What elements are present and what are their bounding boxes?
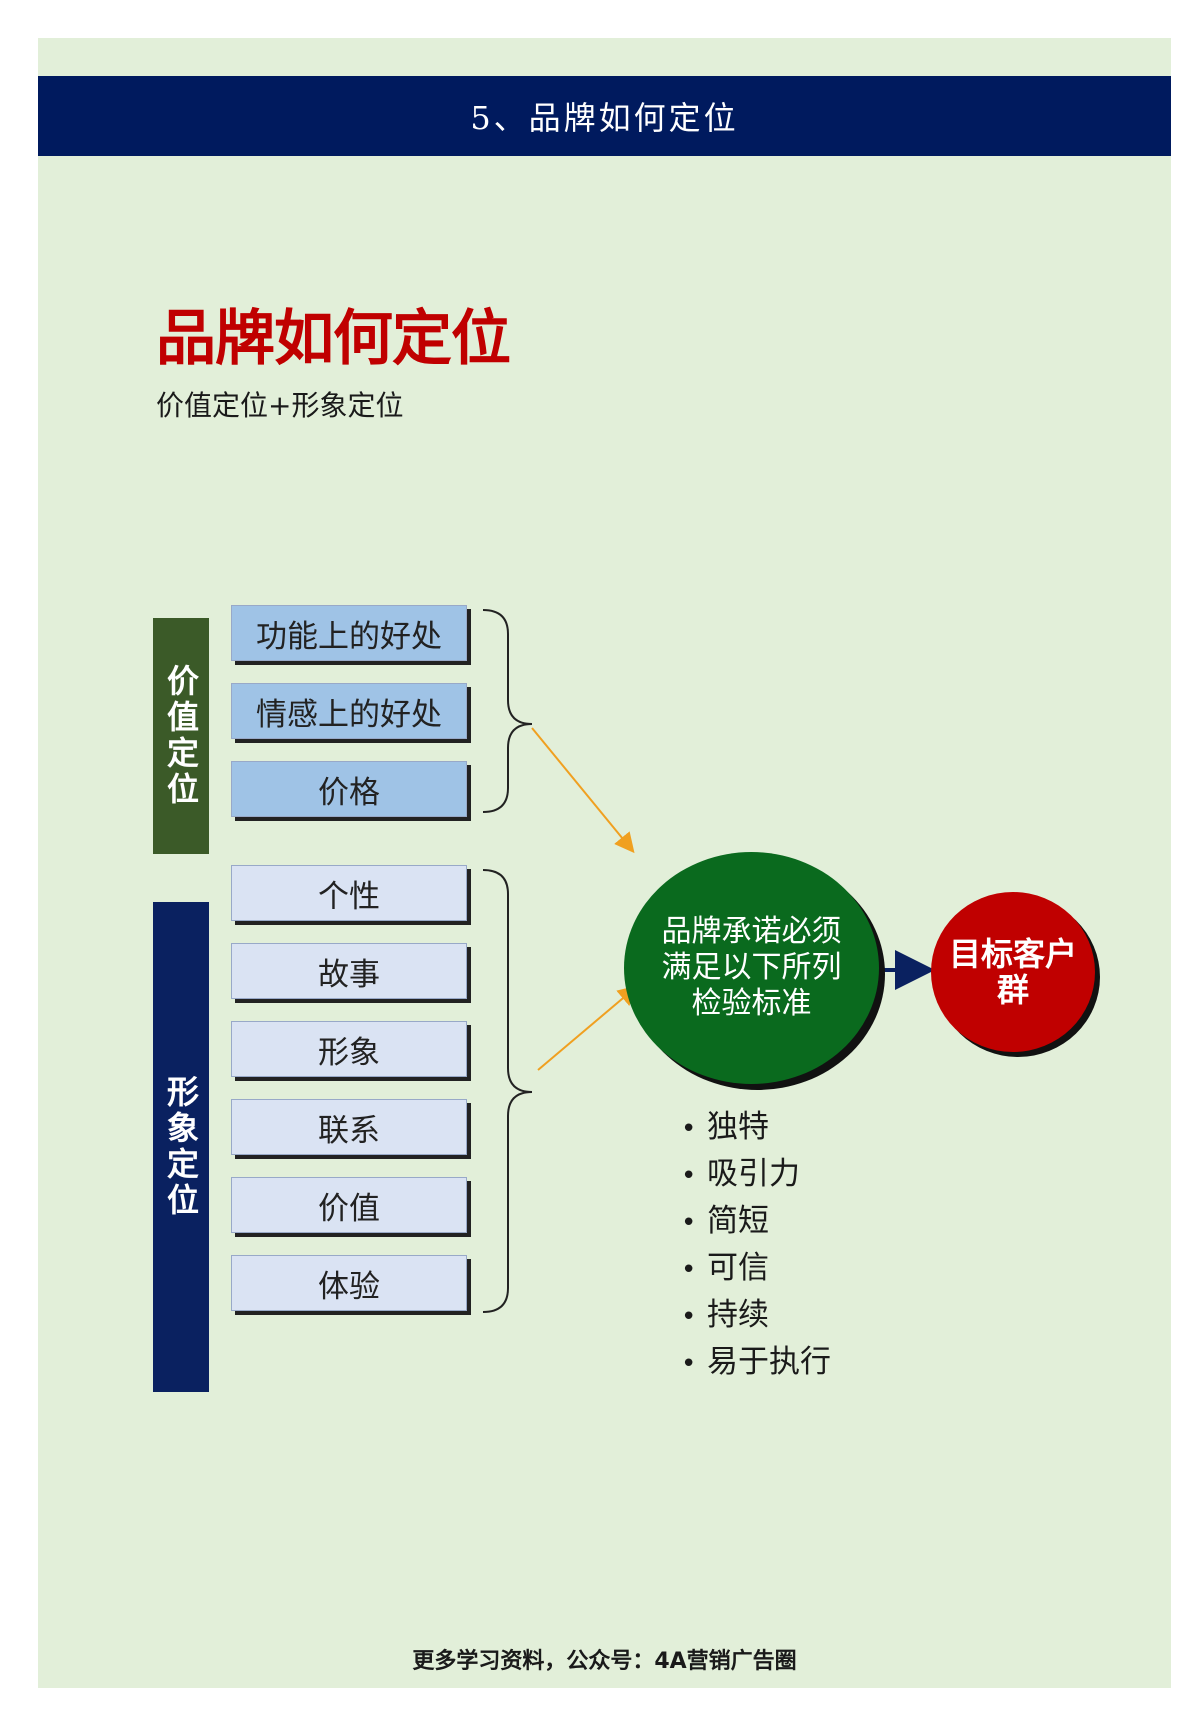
page-subtitle: 价值定位+形象定位 xyxy=(156,389,404,422)
target-customer-text: 目标客户群 xyxy=(948,935,1077,1009)
criteria-item: 持续 xyxy=(681,1292,831,1339)
image-item-label: 联系 xyxy=(318,1112,380,1149)
value-item-label: 情感上的好处 xyxy=(256,696,442,733)
image-item-story: 故事 xyxy=(231,943,467,999)
value-item-label: 功能上的好处 xyxy=(256,618,442,655)
image-item-label: 价值 xyxy=(318,1190,380,1227)
criteria-item: 简短 xyxy=(681,1198,831,1245)
image-group-brace xyxy=(482,869,533,1313)
header-title: 5、品牌如何定位 xyxy=(470,99,739,137)
criteria-list: 独特 吸引力 简短 可信 持续 易于执行 xyxy=(681,1104,831,1386)
criteria-item: 易于执行 xyxy=(681,1339,831,1386)
brand-promise-circle: 品牌承诺必须满足以下所列检验标准 xyxy=(624,852,879,1084)
value-positioning-label-text: 价值定位 xyxy=(162,664,200,808)
image-item-connection: 联系 xyxy=(231,1099,467,1155)
value-group-brace xyxy=(482,609,533,813)
image-item-experience: 体验 xyxy=(231,1255,467,1311)
value-item-price: 价格 xyxy=(231,761,467,817)
value-item-emotional-benefit: 情感上的好处 xyxy=(231,683,467,739)
image-to-promise-arrow xyxy=(537,985,639,1071)
image-positioning-label: 形象定位 xyxy=(153,902,209,1392)
image-item-image: 形象 xyxy=(231,1021,467,1077)
value-positioning-label: 价值定位 xyxy=(153,618,209,854)
value-to-promise-arrow xyxy=(531,727,635,854)
image-positioning-label-text: 形象定位 xyxy=(162,1075,200,1219)
page-canvas: 5、品牌如何定位 品牌如何定位 价值定位+形象定位 价值定位 功能上的好处 情感… xyxy=(38,38,1171,1688)
header-bar: 5、品牌如何定位 xyxy=(38,76,1171,156)
criteria-item: 吸引力 xyxy=(681,1151,831,1198)
value-item-label: 价格 xyxy=(318,774,380,811)
image-item-value: 价值 xyxy=(231,1177,467,1233)
brand-promise-text: 品牌承诺必须满足以下所列检验标准 xyxy=(661,914,842,1021)
criteria-item: 独特 xyxy=(681,1104,831,1151)
image-item-label: 形象 xyxy=(318,1034,380,1071)
image-item-label: 体验 xyxy=(318,1268,380,1305)
image-item-label: 个性 xyxy=(318,878,380,915)
footer-note: 更多学习资料，公众号：4A营销广告圈 xyxy=(412,1649,797,1674)
target-customer-circle: 目标客户群 xyxy=(931,892,1095,1052)
criteria-item: 可信 xyxy=(681,1245,831,1292)
image-item-label: 故事 xyxy=(318,956,380,993)
image-item-personality: 个性 xyxy=(231,865,467,921)
connector-layer xyxy=(482,609,935,1313)
page-title: 品牌如何定位 xyxy=(156,304,511,374)
value-item-functional-benefit: 功能上的好处 xyxy=(231,605,467,661)
